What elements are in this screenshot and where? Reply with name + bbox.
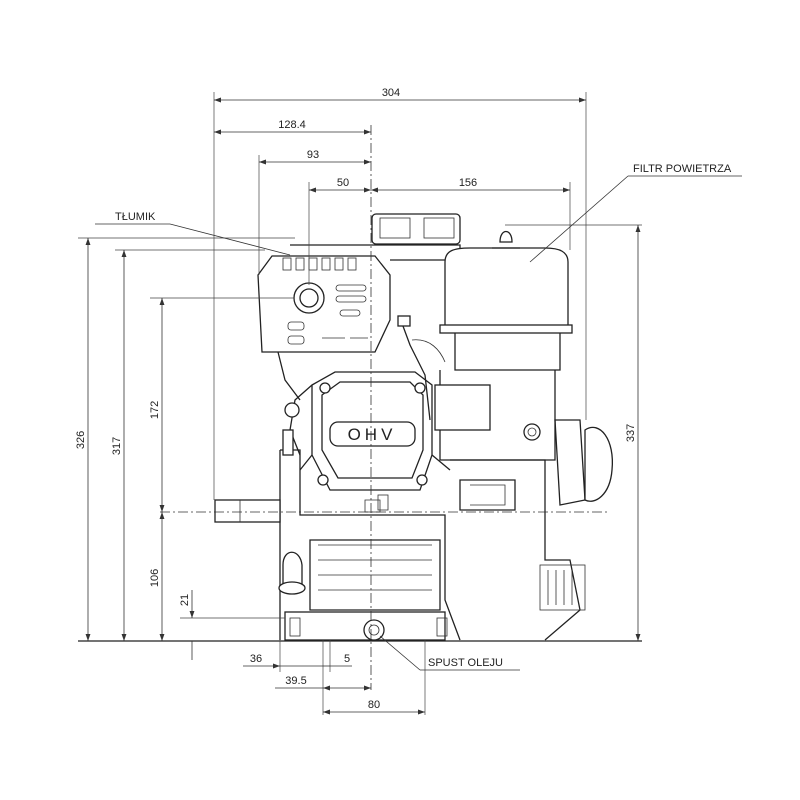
dim-337: 337 xyxy=(625,424,637,442)
muffler-label: TŁUMIK xyxy=(115,211,156,223)
air-filter xyxy=(444,247,569,331)
recoil-starter-handle xyxy=(584,426,614,502)
centerlines xyxy=(160,125,610,690)
muffler xyxy=(257,255,391,353)
air-filter-label: FILTR POWIETRZA xyxy=(633,163,732,175)
output-shaft xyxy=(214,499,281,523)
oil-drain-label: SPUST OLEJU xyxy=(428,657,503,669)
fuel-tank-top xyxy=(371,213,461,245)
engine-outline: OHV xyxy=(78,213,642,642)
dimension-lines xyxy=(85,97,641,715)
dim-39-5: 39.5 xyxy=(285,675,306,687)
ohv-badge xyxy=(329,421,416,447)
dim-156: 156 xyxy=(459,177,477,189)
dim-172: 172 xyxy=(149,401,161,419)
oil-drain-plug xyxy=(363,619,385,641)
dim-80: 80 xyxy=(368,699,380,711)
dim-304: 304 xyxy=(382,87,400,99)
dim-50: 50 xyxy=(337,177,349,189)
callouts: TŁUMIK FILTR POWIETRZA SPUST OLEJU xyxy=(95,163,742,671)
dim-93: 93 xyxy=(307,149,319,161)
dim-36: 36 xyxy=(250,653,262,665)
dim-128-4: 128.4 xyxy=(278,119,306,131)
ohv-label: OHV xyxy=(348,425,397,444)
dimension-values: 304 128.4 93 50 156 326 317 172 106 21 3… xyxy=(75,87,637,711)
dim-5: 5 xyxy=(344,653,350,665)
extension-lines xyxy=(78,92,642,715)
dim-317: 317 xyxy=(111,437,123,455)
dim-21: 21 xyxy=(179,594,191,606)
dim-106: 106 xyxy=(149,569,161,587)
dim-326: 326 xyxy=(75,431,87,449)
